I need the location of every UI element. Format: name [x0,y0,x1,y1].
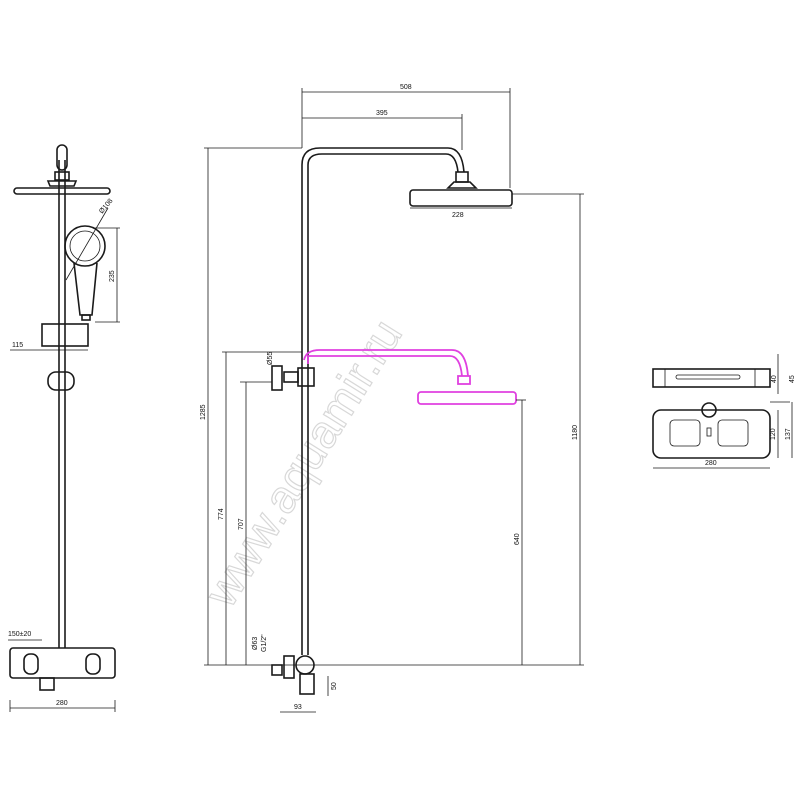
dim-head-height: 1180 [572,425,579,440]
overhead-shower-head [13,187,111,195]
lower-shower-head [417,391,517,405]
dim-total-reach: 508 [400,84,412,91]
dim-inlet-diameter: Ø63 [252,637,259,650]
side-view: Ø108 235 115 150±20 280 [8,144,120,712]
overhead-shower-head [409,189,513,207]
dim-top-total: 45 [789,375,796,383]
dim-total-height: 1285 [200,404,207,420]
dim-shelf-total-depth: 137 [785,428,792,440]
dim-top-thickness: 40 [771,375,778,383]
shelf-top-view [652,368,771,388]
shelf-tray [652,409,771,459]
dim-shelf-depth: 120 [770,428,777,440]
dim-head-diameter: 228 [452,212,464,219]
front-view: 508 395 228 1285 1180 774 707 Ø55 640 [200,84,584,713]
dim-arm-reach: 395 [376,110,388,117]
shelf-view: 40 45 120 137 280 [652,354,796,469]
dim-mixer-spacing: 150±20 [8,631,31,638]
dim-low-head-height: 640 [514,533,521,545]
hand-shower [64,225,106,267]
dim-hand-shower-diameter: Ø108 [98,198,114,216]
dim-spout-height: 50 [331,682,338,690]
dim-mixer-width: 280 [56,700,68,707]
dim-low-arm-height: 774 [218,508,225,520]
lower-arm-position [303,349,469,377]
dim-holder-offset: 115 [12,342,23,349]
dim-holder-diameter: Ø55 [267,352,274,365]
wall-holder [271,365,283,391]
dim-hand-shower-height: 235 [109,270,116,282]
dim-holder-height: 707 [238,518,245,530]
hand-shower-holder [41,323,89,347]
dim-mixer-depth: 93 [294,704,302,711]
thermostatic-mixer [9,647,116,679]
dim-shelf-width: 280 [705,460,717,467]
dim-inlet-thread: G1/2" [261,634,268,652]
